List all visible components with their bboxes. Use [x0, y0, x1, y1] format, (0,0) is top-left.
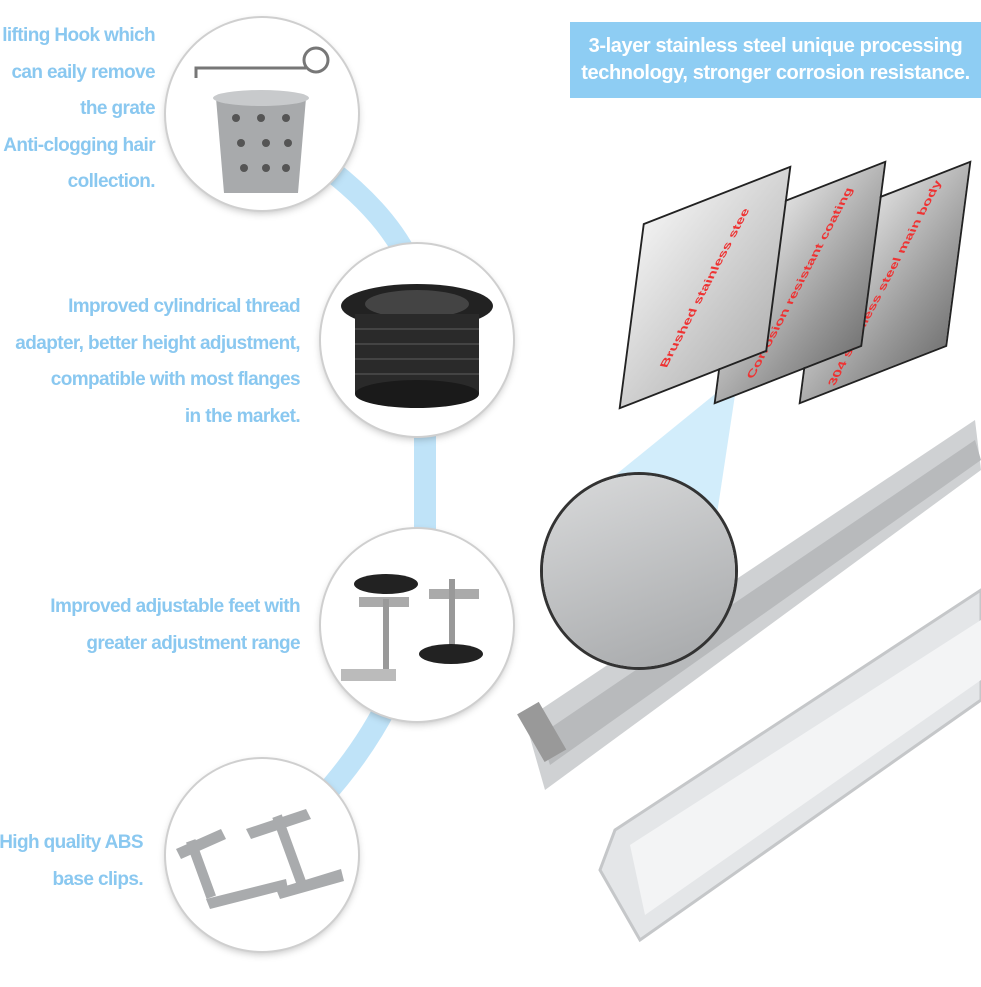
feature-line: High quality ABS [0, 832, 144, 853]
feature-line: Improved adjustable feet with [50, 596, 300, 617]
layer-label: Brushed stainless stee [656, 206, 753, 369]
feature-line: base clips. [52, 868, 143, 890]
feature-line: greater adjustment range [86, 632, 300, 654]
feature-line: lifting Hook which [2, 25, 155, 46]
feature-text-hook: lifting Hook which can eaily remove the … [2, 18, 155, 201]
basket-hook-image [166, 18, 358, 210]
feature-line: collection. [67, 171, 156, 192]
feature-line: Improved cylindrical thread [68, 296, 301, 317]
feature-text-feet: Improved adjustable feet with greater ad… [50, 589, 300, 662]
technology-banner: 3-layer stainless steel unique processin… [570, 22, 981, 98]
banner-line: technology, stronger corrosion resistanc… [581, 62, 970, 84]
drain-channel-upper [517, 420, 981, 790]
magnified-surface [543, 475, 735, 667]
feature-line: compatible with most flanges [50, 369, 301, 390]
drain-channel-lower [598, 588, 981, 943]
feature-text-adapter: Improved cylindrical thread adapter, bet… [15, 289, 300, 435]
thread-adapter-image [321, 244, 513, 436]
adjustable-feet-image [321, 529, 513, 721]
feature-line: Anti-clogging hair [3, 134, 155, 156]
feature-line: in the market. [184, 405, 301, 427]
feature-line: adapter, better height adjustment, [15, 332, 300, 354]
feature-text-clips: High quality ABS base clips. [0, 825, 144, 898]
banner-line: 3-layer stainless steel unique processin… [588, 35, 963, 57]
base-clips-image [166, 759, 358, 951]
feature-line: can eaily remove [11, 61, 155, 83]
feature-line: the grate [80, 98, 155, 119]
